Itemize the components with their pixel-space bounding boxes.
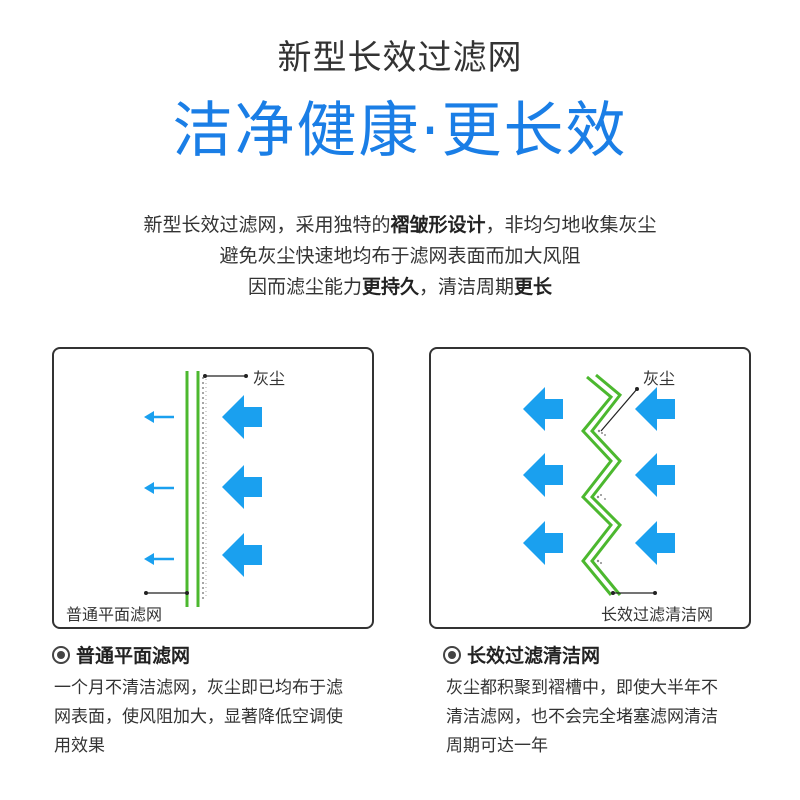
description-line-2: 避免灰尘快速地均布于滤网表面而加大风阻 bbox=[219, 245, 581, 267]
description-line-1: 新型长效过滤网，采用独特的褶皱形设计，非均匀地收集灰尘 bbox=[143, 214, 657, 236]
right-caption-line-1: 灰尘都积聚到褶槽中，即使大半年不 bbox=[446, 678, 718, 698]
pleated-filter-diagram: 灰尘 长效过滤清洁网 bbox=[429, 347, 751, 629]
right-caption-text: 灰尘都积聚到褶槽中，即使大半年不 清洁滤网，也不会完全堵塞滤网清洁 周期可达一年 bbox=[446, 674, 776, 761]
inflow-arrow-2 bbox=[635, 453, 675, 497]
dust-pointer bbox=[600, 387, 639, 432]
flat-filter bbox=[185, 371, 207, 607]
flat-filter-svg bbox=[144, 371, 262, 607]
dust-pointer bbox=[203, 374, 248, 378]
outflow-arrow-1 bbox=[523, 387, 563, 431]
right-caption-title-text: 长效过滤清洁网 bbox=[467, 645, 601, 667]
bullseye-icon bbox=[443, 645, 461, 664]
bullseye-icon bbox=[52, 645, 70, 664]
left-caption-line-3: 用效果 bbox=[54, 736, 105, 756]
left-caption-line-2: 网表面，使风阻加大，显著降低空调使 bbox=[54, 707, 343, 727]
right-caption-line-2: 清洁滤网，也不会完全堵塞滤网清洁 bbox=[446, 707, 718, 727]
left-caption-title: 普通平面滤网 bbox=[52, 641, 190, 668]
page-title: 新型长效过滤网 bbox=[277, 38, 523, 78]
outflow-arrow-3 bbox=[523, 521, 563, 565]
inflow-arrow-1 bbox=[222, 395, 262, 439]
pleated-filter bbox=[581, 373, 623, 596]
inflow-arrow-2 bbox=[222, 465, 262, 509]
flat-filter-diagram: 灰尘 普通平面滤网 bbox=[52, 347, 374, 629]
filter-label: 普通平面滤网 bbox=[66, 605, 163, 624]
description: 新型长效过滤网，采用独特的褶皱形设计，非均匀地收集灰尘 避免灰尘快速地均布于滤网… bbox=[0, 210, 800, 303]
dust-label: 灰尘 bbox=[643, 369, 676, 388]
outflow-arrow-2 bbox=[523, 453, 563, 497]
description-line-3: 因而滤尘能力更持久，清洁周期更长 bbox=[247, 276, 553, 298]
filter-pointer bbox=[144, 591, 189, 595]
right-caption-line-3: 周期可达一年 bbox=[446, 736, 548, 756]
inflow-arrow-3 bbox=[635, 521, 675, 565]
outflow-arrow-2 bbox=[144, 482, 174, 494]
dust-label: 灰尘 bbox=[253, 369, 286, 388]
left-caption-text: 一个月不清洁滤网，灰尘即已均布于滤 网表面，使风阻加大，显著降低空调使 用效果 bbox=[54, 674, 384, 761]
filter-label: 长效过滤清洁网 bbox=[601, 605, 714, 624]
right-caption-title: 长效过滤清洁网 bbox=[443, 641, 600, 668]
outflow-arrow-3 bbox=[144, 553, 174, 565]
inflow-arrow-1 bbox=[635, 387, 675, 431]
outflow-arrow-1 bbox=[144, 411, 174, 423]
left-caption-line-1: 一个月不清洁滤网，灰尘即已均布于滤 bbox=[54, 678, 343, 698]
filter-pointer bbox=[611, 591, 657, 595]
left-caption-title-text: 普通平面滤网 bbox=[76, 645, 191, 667]
pleated-filter-svg bbox=[523, 373, 675, 596]
inflow-arrow-3 bbox=[222, 533, 262, 577]
page-subtitle: 洁净健康·更长效 bbox=[172, 96, 628, 166]
